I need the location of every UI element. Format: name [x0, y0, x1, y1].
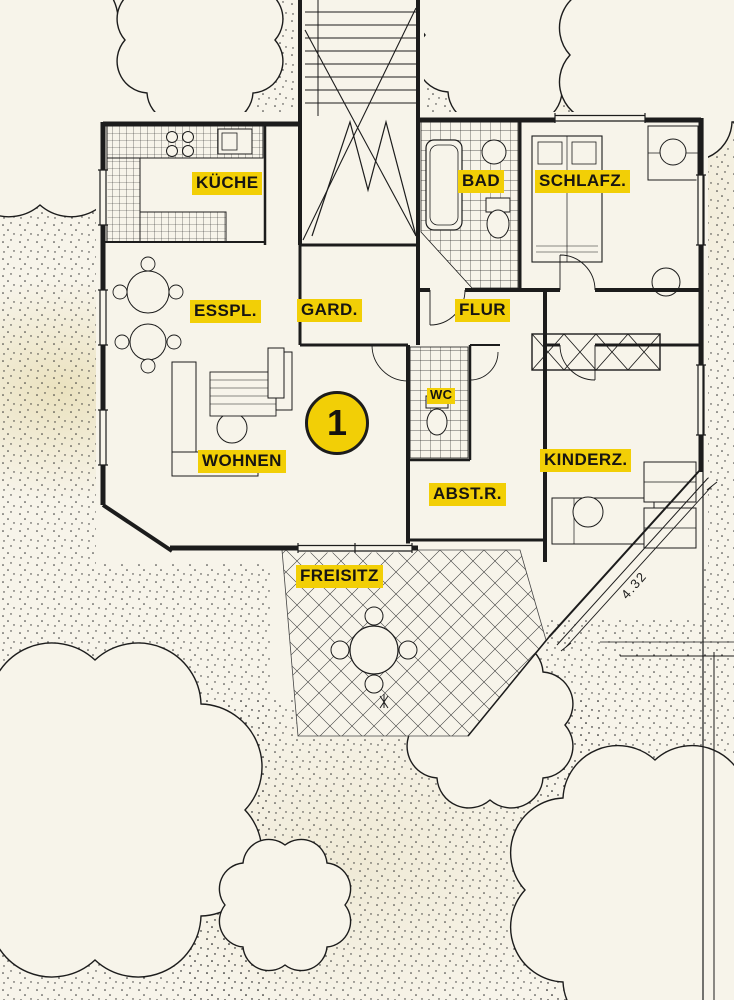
- room-label-bad: BAD: [458, 170, 505, 193]
- unit-number: 1: [326, 402, 348, 443]
- tree: [0, 642, 263, 978]
- unit-number-badge: 1: [305, 391, 369, 455]
- kitchen-fittings: [103, 125, 265, 243]
- room-label-kueche: KÜCHE: [192, 172, 263, 195]
- room-label-freisitz: FREISITZ: [296, 565, 383, 588]
- kidsroom-furniture: [551, 461, 697, 549]
- dimension-line: [565, 485, 713, 648]
- room-label-flur: FLUR: [455, 299, 510, 322]
- room-label-gard: GARD.: [297, 299, 362, 322]
- hall-closet: [531, 333, 661, 371]
- room-label-esspl: ESSPL.: [190, 300, 261, 323]
- bedroom-furniture: [531, 125, 699, 297]
- bush: [218, 838, 352, 972]
- bathroom-fittings: [420, 121, 519, 289]
- door-arcs: [371, 254, 596, 382]
- room-label-kinderz: KINDERZ.: [540, 449, 632, 472]
- room-label-wc: WC: [427, 387, 456, 404]
- tree: [509, 744, 734, 1000]
- room-label-schlafz: SCHLAFZ.: [535, 170, 631, 193]
- windows: [98, 113, 706, 553]
- stairs: [302, 0, 417, 241]
- room-label-wohnen: WOHNEN: [198, 450, 286, 473]
- terrace-furniture: [330, 606, 418, 709]
- site-lines: [560, 118, 734, 1000]
- room-label-abstr: ABST.R.: [429, 483, 506, 506]
- dining-furniture: [112, 256, 285, 399]
